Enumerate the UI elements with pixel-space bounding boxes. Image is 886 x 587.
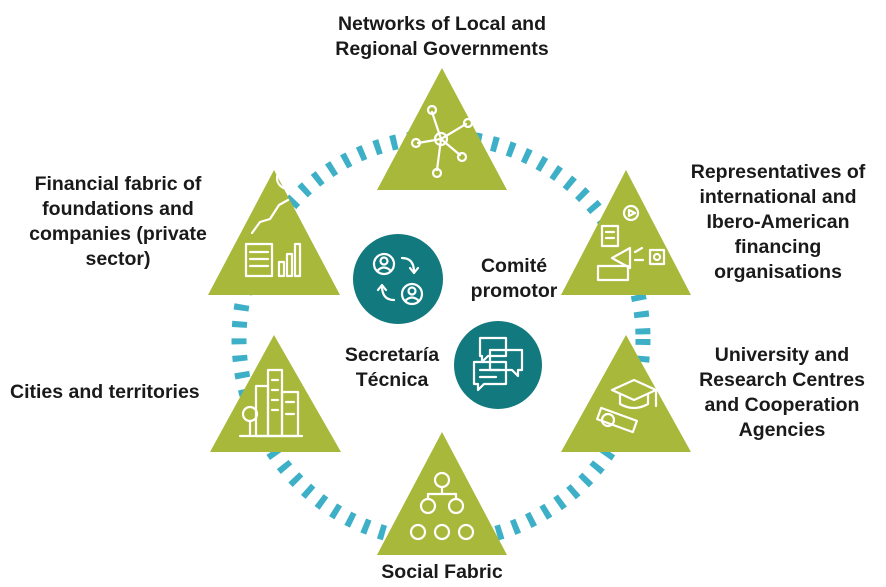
label-line: organisations xyxy=(714,261,842,283)
triangle-top-left xyxy=(208,170,340,295)
label-line: Social Fabric xyxy=(381,561,503,583)
triangle-top xyxy=(377,68,507,190)
label-line: Regional Governments xyxy=(335,38,549,60)
label-line: University and xyxy=(714,344,850,366)
label-comite-promotor: Comité promotor xyxy=(460,254,568,304)
megaphone-media-icon xyxy=(596,204,666,282)
user-exchange-icon xyxy=(372,252,424,306)
label-line: Comité xyxy=(480,255,548,277)
label-secretaria-tecnica: Secretaría Técnica xyxy=(334,343,450,393)
network-nodes-icon xyxy=(410,104,474,179)
label-line: international and xyxy=(699,186,857,208)
label-line: Secretaría xyxy=(344,344,440,366)
label-line: Agencies xyxy=(738,419,826,441)
finance-charts-icon xyxy=(244,165,302,278)
label-cities-territories: Cities and territories xyxy=(10,380,230,405)
people-hierarchy-icon xyxy=(409,471,475,541)
label-line: sector) xyxy=(85,248,151,270)
label-line: Técnica xyxy=(355,369,429,391)
chat-bubbles-icon xyxy=(472,336,524,392)
label-line: promotor xyxy=(470,280,558,302)
label-line: Representatives of xyxy=(690,161,866,183)
label-line: foundations and xyxy=(42,198,194,220)
label-line: Networks of Local and xyxy=(337,13,547,35)
label-line: Research Centres xyxy=(699,369,865,391)
secretaria-circle xyxy=(454,321,542,409)
comite-circle xyxy=(353,234,443,324)
triangle-top-right xyxy=(561,170,691,295)
label-representatives-financing: Representatives of international and Ibe… xyxy=(680,160,876,285)
label-line: Financial fabric of xyxy=(34,173,202,195)
city-buildings-icon xyxy=(238,368,304,438)
label-line: financing xyxy=(734,236,822,258)
label-social-fabric: Social Fabric xyxy=(362,560,522,585)
dashed-ring xyxy=(231,129,651,549)
label-line: Ibero-American xyxy=(706,211,850,233)
label-university-research: University and Research Centres and Coop… xyxy=(688,343,876,443)
label-line: and Cooperation xyxy=(704,394,860,416)
label-financial-fabric: Financial fabric of foundations and comp… xyxy=(18,172,218,272)
graduation-cap-diploma-icon xyxy=(595,378,658,434)
label-line: Cities and territories xyxy=(10,381,200,403)
triangle-bottom-left xyxy=(210,335,341,452)
label-line: companies (private xyxy=(29,223,207,245)
label-networks-governments: Networks of Local and Regional Governmen… xyxy=(322,12,562,62)
triangle-bottom-right xyxy=(561,335,691,452)
